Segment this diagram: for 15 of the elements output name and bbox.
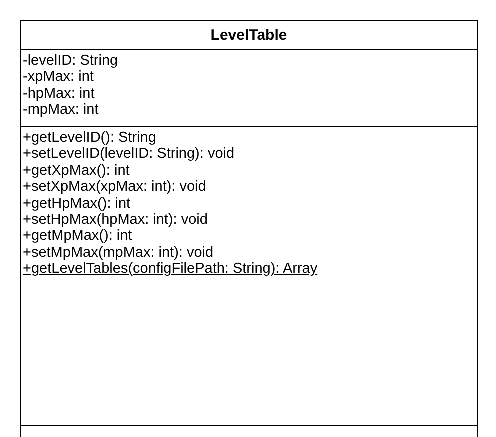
attribute-text: -hpMax: int <box>23 86 95 102</box>
method-text: +setMpMax(mpMax: int): void <box>23 244 214 262</box>
method-text: +getLevelTables(configFilePath: String): Array <box>23 261 318 278</box>
method-text: +getMpMax(): int <box>23 228 132 245</box>
attribute-text: -levelID: String <box>23 53 118 70</box>
class-box <box>20 20 478 437</box>
class-name: LevelTable <box>210 28 288 44</box>
method-text: +getLevelID(): String <box>23 130 156 146</box>
method-text: +setHpMax(hpMax: int): void <box>23 212 208 228</box>
method-text: +getHpMax(): int <box>23 196 131 212</box>
method-text: +setLevelID(levelID: String): void <box>23 146 235 163</box>
attribute-text: -xpMax: int <box>23 69 94 86</box>
method-text: +setXpMax(xpMax: int): void <box>23 179 206 196</box>
attribute-text: -mpMax: int <box>23 102 99 119</box>
method-text: +getXpMax(): int <box>23 162 130 180</box>
